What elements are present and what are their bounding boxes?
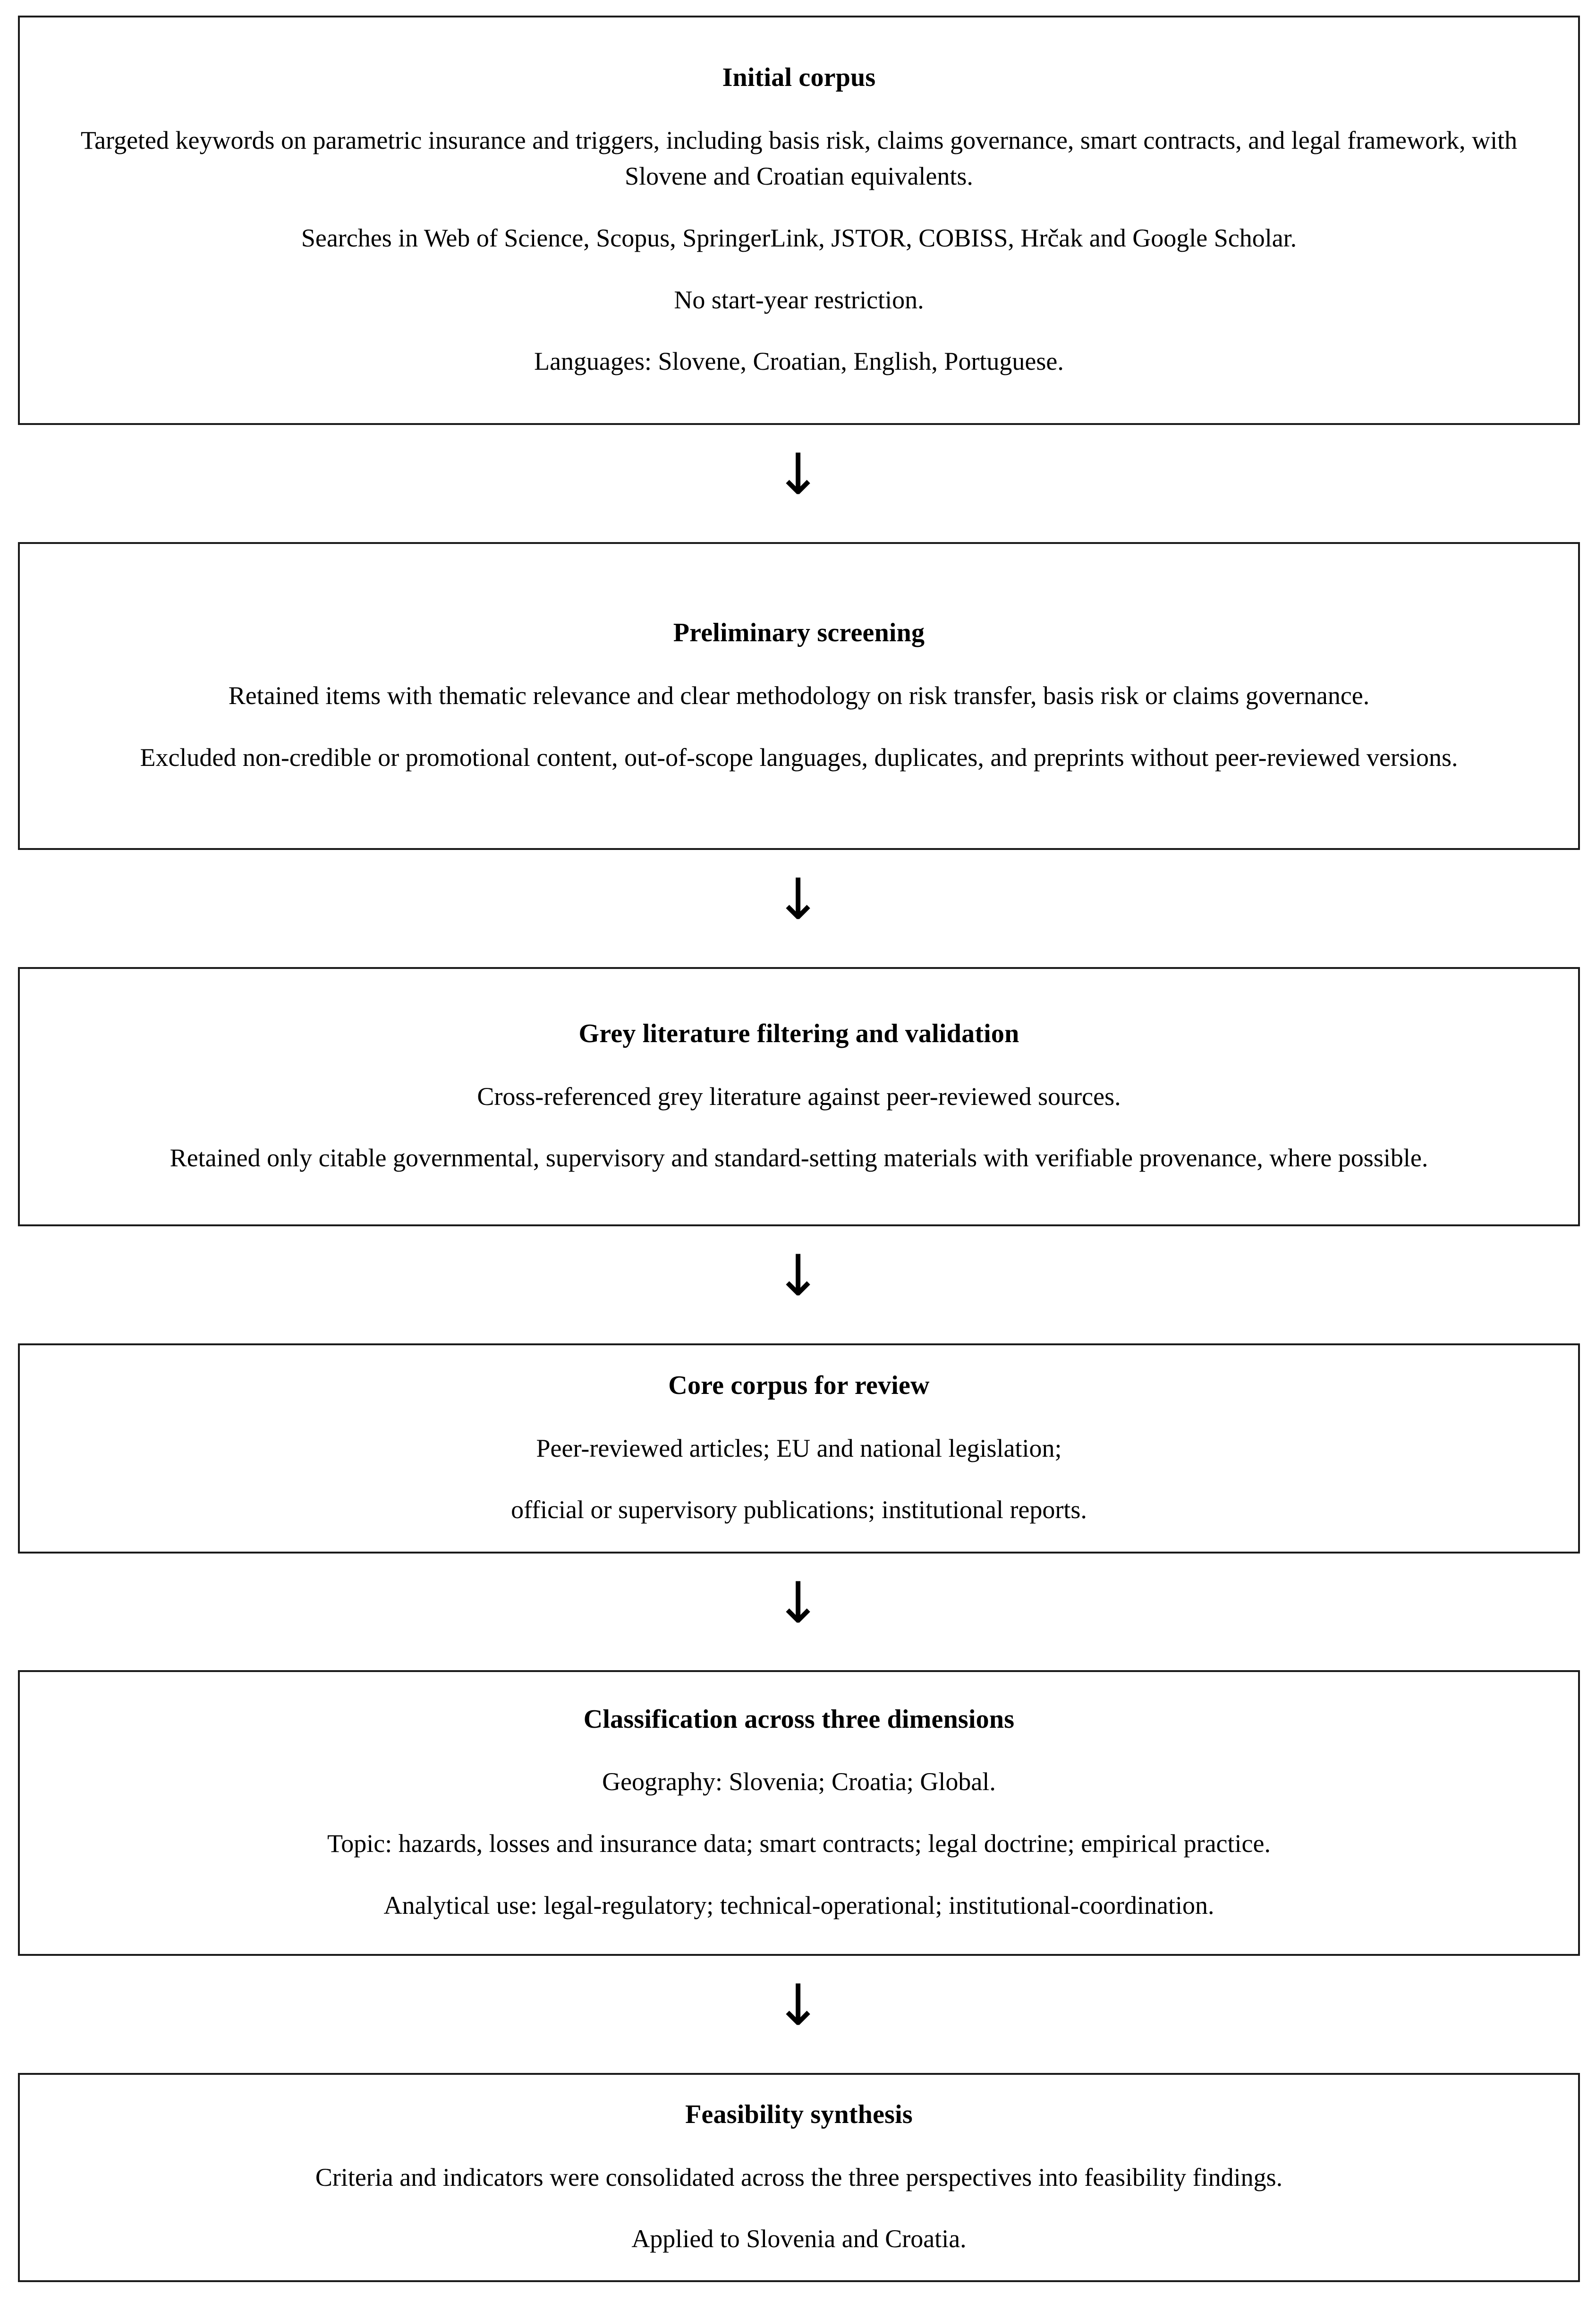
step-title: Core corpus for review [668, 1370, 930, 1400]
step-title: Feasibility synthesis [685, 2099, 913, 2129]
step-body: Retained items with thematic relevance a… [42, 678, 1556, 775]
step-line: Excluded non-credible or promotional con… [140, 743, 1458, 772]
flow-step-initial-corpus: Initial corpus Targeted keywords on para… [18, 16, 1580, 425]
down-arrow-icon: ↓ [774, 867, 822, 933]
step-line: Retained items with thematic relevance a… [228, 681, 1370, 710]
step-line: Cross-referenced grey literature against… [477, 1082, 1121, 1111]
step-body: Criteria and indicators were consolidate… [42, 2159, 1556, 2257]
flow-step-preliminary-screening: Preliminary screening Retained items wit… [18, 542, 1580, 850]
down-arrow-icon: ↓ [774, 442, 822, 508]
step-body: Peer-reviewed articles; EU and national … [42, 1430, 1556, 1528]
step-title: Grey literature filtering and validation [578, 1019, 1019, 1048]
step-line: Topic: hazards, losses and insurance dat… [327, 1829, 1271, 1858]
step-line: Retained only citable governmental, supe… [170, 1144, 1428, 1172]
step-line: Analytical use: legal-regulatory; techni… [383, 1891, 1214, 1919]
step-line: Targeted keywords on parametric insuranc… [80, 126, 1518, 191]
flow-step-feasibility-synthesis: Feasibility synthesis Criteria and indic… [18, 2073, 1580, 2282]
step-line: Searches in Web of Science, Scopus, Spri… [301, 224, 1297, 252]
down-arrow-icon: ↓ [774, 1243, 822, 1309]
step-body: Geography: Slovenia; Croatia; Global. To… [42, 1764, 1556, 1923]
step-line: Criteria and indicators were consolidate… [315, 2163, 1283, 2191]
down-arrow-icon: ↓ [774, 1973, 822, 2038]
step-title: Preliminary screening [673, 618, 925, 648]
step-body: Targeted keywords on parametric insuranc… [42, 122, 1556, 380]
step-line: official or supervisory publications; in… [511, 1495, 1087, 1524]
flow-step-core-corpus: Core corpus for review Peer-reviewed art… [18, 1343, 1580, 1554]
step-body: Cross-referenced grey literature against… [42, 1078, 1556, 1176]
flow-step-classification: Classification across three dimensions G… [18, 1670, 1580, 1956]
step-title: Classification across three dimensions [583, 1704, 1015, 1734]
step-line: Peer-reviewed articles; EU and national … [536, 1434, 1062, 1462]
down-arrow-icon: ↓ [774, 1571, 822, 1636]
step-line: Applied to Slovenia and Croatia. [631, 2225, 967, 2253]
step-line: Languages: Slovene, Croatian, English, P… [534, 347, 1064, 376]
flow-step-grey-literature-filtering: Grey literature filtering and validation… [18, 967, 1580, 1226]
step-title: Initial corpus [722, 62, 876, 92]
step-line: Geography: Slovenia; Croatia; Global. [602, 1767, 996, 1796]
step-line: No start-year restriction. [674, 285, 924, 314]
